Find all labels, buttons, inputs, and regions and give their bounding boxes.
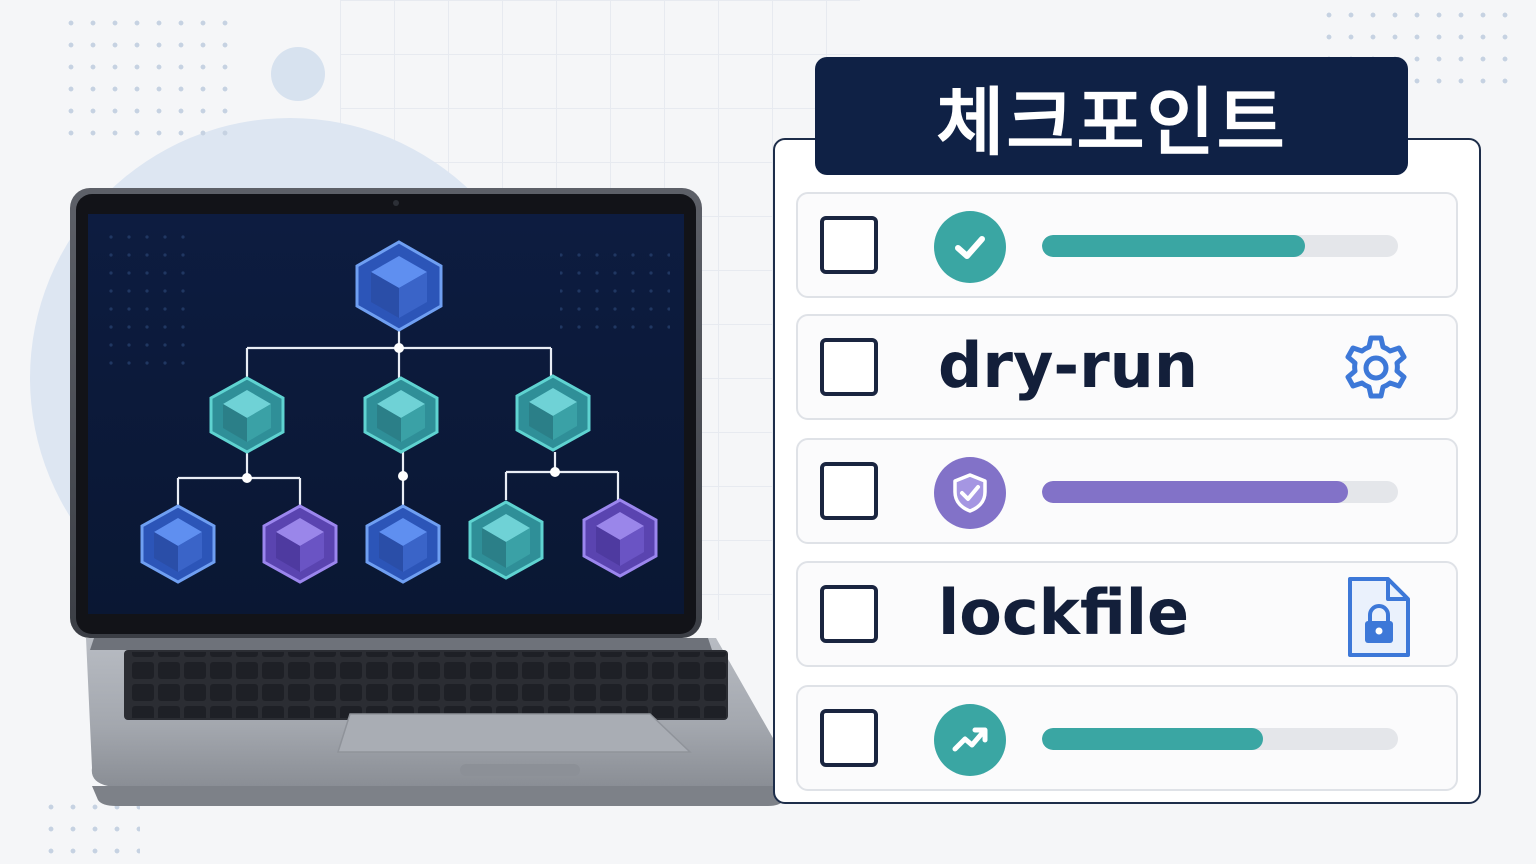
cube-node-purple-1	[262, 504, 338, 584]
trend-up-icon	[934, 704, 1006, 776]
cube-node-teal-middle	[363, 376, 439, 454]
checklist-item-3[interactable]	[796, 438, 1458, 544]
checklist-item-4[interactable]: lockfile	[796, 561, 1458, 667]
cube-node-teal-left	[209, 376, 285, 454]
cube-node-purple-2	[582, 498, 658, 578]
dot-pattern-bottom-left	[40, 796, 140, 860]
progress-bar	[1042, 235, 1398, 257]
checklist-item-5[interactable]	[796, 685, 1458, 791]
checklist-item-2[interactable]: dry-run	[796, 314, 1458, 420]
locked-file-icon	[1348, 577, 1410, 657]
progress-bar-fill	[1042, 728, 1263, 750]
cube-node-root	[355, 240, 443, 332]
item-label: lockfile	[938, 576, 1190, 649]
cube-node-teal-right	[515, 374, 591, 452]
progress-bar-fill	[1042, 481, 1349, 503]
checkbox[interactable]	[820, 216, 878, 274]
checklist-item-1[interactable]	[796, 192, 1458, 298]
checkbox[interactable]	[820, 709, 878, 767]
checkbox[interactable]	[820, 462, 878, 520]
laptop-illustration	[70, 188, 791, 806]
dot-pattern-top-left	[60, 12, 240, 142]
cube-node-blue-1	[140, 504, 216, 584]
item-label: dry-run	[938, 329, 1198, 402]
page-title: 체크포인트	[815, 57, 1408, 175]
cube-node-blue-2	[365, 504, 441, 584]
background-circle	[271, 47, 325, 101]
progress-bar	[1042, 728, 1398, 750]
cube-node-teal-2	[468, 500, 544, 580]
progress-bar	[1042, 481, 1398, 503]
checkbox[interactable]	[820, 585, 878, 643]
checkbox[interactable]	[820, 338, 878, 396]
check-circle-icon	[934, 211, 1006, 283]
shield-check-icon	[934, 457, 1006, 529]
gear-icon	[1345, 335, 1407, 399]
progress-bar-fill	[1042, 235, 1306, 257]
